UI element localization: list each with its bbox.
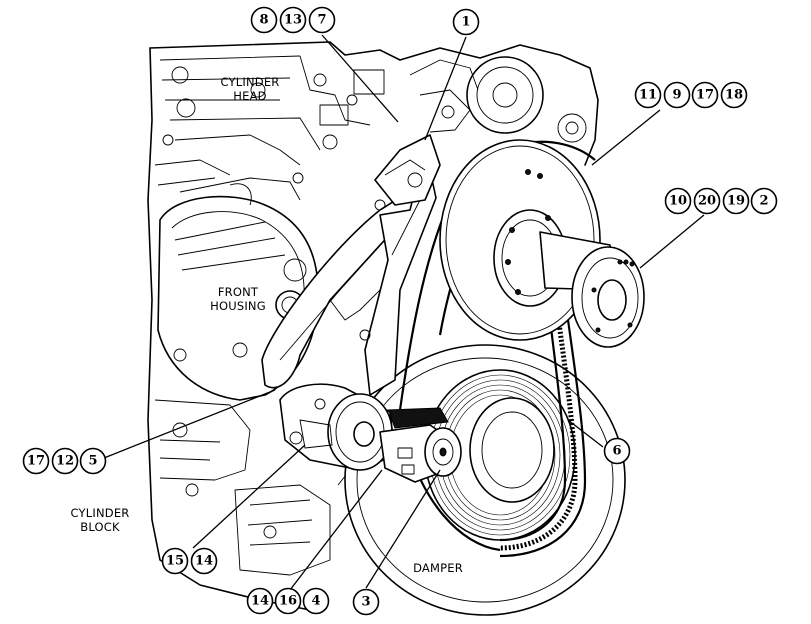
label-damper: DAMPER [413,561,463,575]
callout-number: 2 [759,194,768,209]
callout-number: 8 [259,13,268,28]
callout-number: 3 [361,595,370,610]
label-cylinder-head-line1: CYLINDER [221,75,280,89]
callout-number: 11 [639,88,657,103]
callout-number: 14 [251,594,269,609]
label-cylinder-block-line1: CYLINDER [71,506,130,520]
belt-tensioner [279,383,462,483]
callout-number: 20 [698,194,716,209]
callout-11-9-17-18: 11 9 17 18 [634,81,748,109]
idler-bracket [261,134,441,396]
callout-number: 1 [461,15,470,30]
idler-pulley-right [571,246,645,348]
callout-number: 13 [284,13,302,28]
callout-number: 18 [725,88,743,103]
callout-number: 4 [311,594,320,609]
fan-drive-pulley [439,139,613,341]
label-front-housing-line1: FRONT [218,285,259,299]
label-cylinder-block-line2: BLOCK [80,520,120,534]
callout-number: 5 [88,454,97,469]
callout-number: 14 [195,554,213,569]
callout-3: 3 [352,588,380,616]
callout-17-12-5: 17 12 5 [22,447,107,475]
callout-6: 6 [603,437,631,465]
callout-number: 7 [317,13,326,28]
leader-lines [103,34,705,591]
callout-1: 1 [452,8,480,36]
callout-number: 12 [56,454,74,469]
callout-number: 6 [612,444,621,459]
callout-number: 19 [727,194,745,209]
callout-number: 16 [279,594,297,609]
callout-number: 17 [27,454,45,469]
callout-8-13-7: 8 13 7 [250,6,336,34]
region-labels: CYLINDER HEAD FRONT HOUSING CYLINDER BLO… [71,75,463,575]
label-front-housing-line2: HOUSING [210,299,266,313]
engine-block-outline [147,41,599,613]
label-cylinder-head-line2: HEAD [233,89,266,103]
callout-10-20-19-2: 10 20 19 2 [664,187,778,215]
callout-number: 9 [672,88,681,103]
callout-15-14: 15 14 [161,547,218,575]
callout-number: 17 [696,88,714,103]
callout-number: 15 [166,554,184,569]
callout-number: 10 [669,194,687,209]
callout-14-16-4: 14 16 4 [246,587,330,615]
